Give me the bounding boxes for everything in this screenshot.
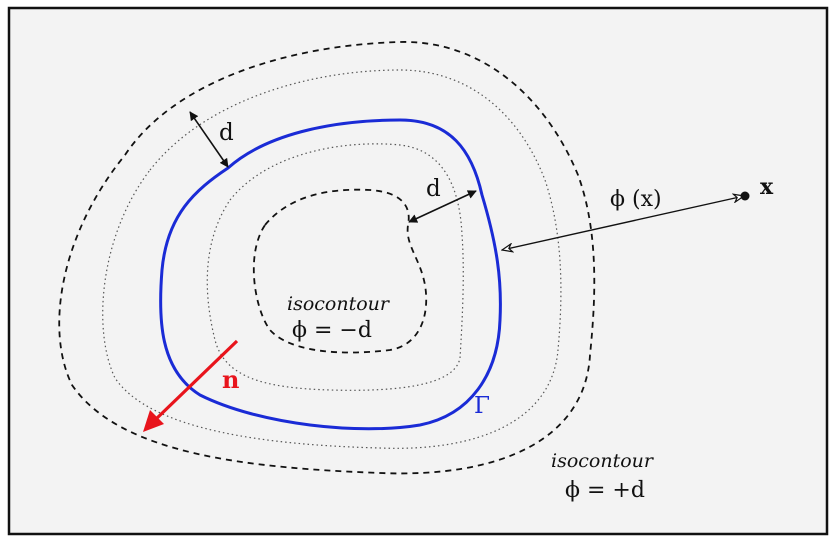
label-distance-top: d [219, 120, 234, 146]
label-phi-x: ϕ (x) [610, 187, 662, 212]
diagram-frame [7, 6, 829, 536]
label-inner-isocontour-value: ϕ = −d [292, 318, 372, 343]
outer-isocontour [58, 41, 596, 475]
point-x-dot [740, 191, 750, 201]
label-inner-isocontour-title: isocontour [287, 293, 391, 315]
label-point-x: x [760, 174, 774, 200]
inner-isocontour [252, 188, 428, 354]
normal-vector-arrow [153, 339, 239, 422]
interface-curve-gamma [159, 118, 502, 431]
label-normal-n: n [222, 365, 239, 394]
phi-distance-arrow [502, 196, 744, 250]
label-outer-isocontour-value: ϕ = +d [565, 478, 645, 503]
distance-arrow-top [189, 111, 229, 168]
label-outer-isocontour-title: isocontour [551, 450, 655, 472]
normal-vector-arrowhead [143, 410, 164, 432]
distance-arrow-inner [408, 190, 477, 223]
label-distance-inner: d [426, 176, 441, 202]
label-interface-gamma: Γ [474, 393, 490, 419]
inner-dotted-curve [206, 143, 464, 391]
